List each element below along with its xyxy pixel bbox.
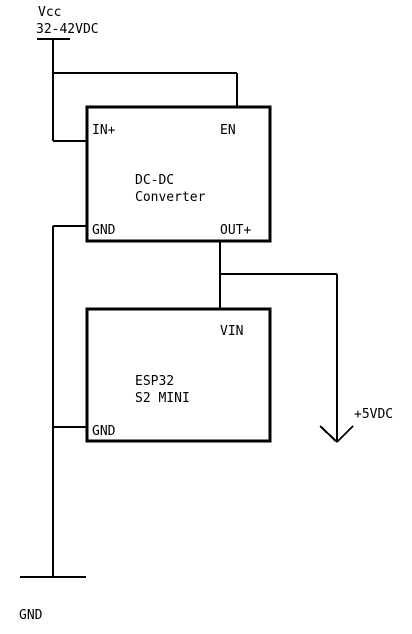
esp-pin-vin: VIN: [220, 324, 243, 339]
converter-pin-en: EN: [220, 123, 236, 138]
five-volt-label: +5VDC: [354, 407, 393, 422]
vcc-label: Vcc: [38, 5, 61, 20]
esp-title-line1: ESP32: [135, 374, 174, 389]
esp-pin-gnd: GND: [92, 424, 116, 439]
converter-title-line2: Converter: [135, 190, 206, 205]
converter-pin-in-plus: IN+: [92, 123, 116, 138]
converter-pin-gnd: GND: [92, 223, 116, 238]
vcc-voltage-label: 32-42VDC: [36, 22, 99, 37]
dc-dc-converter-box: [85, 105, 272, 243]
esp32-s2-mini-box: [85, 307, 272, 443]
ground-label: GND: [19, 608, 43, 623]
converter-pin-out-plus: OUT+: [220, 223, 251, 238]
converter-title-line1: DC-DC: [135, 173, 174, 188]
five-volt-arrow-right: [336, 425, 354, 443]
esp-title-line2: S2 MINI: [135, 391, 190, 406]
five-volt-arrow-left: [319, 425, 338, 443]
